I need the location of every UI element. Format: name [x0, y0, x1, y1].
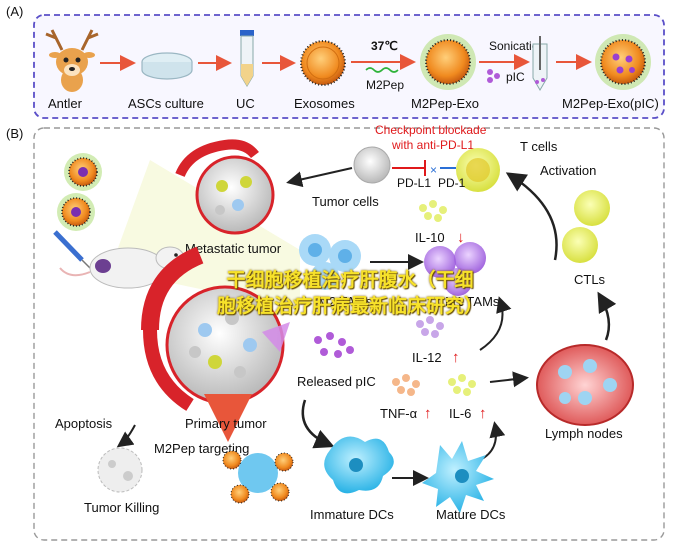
apoptosis-arrow: [116, 424, 136, 448]
watermark-line-2: 胞移植治疗肝病最新临床研究）: [216, 295, 483, 317]
step-m2pep-exo-pic: M2Pep-Exo(pIC): [562, 96, 659, 111]
released-pic-icon: [314, 332, 354, 358]
activation-label: Activation: [540, 163, 596, 178]
il6-up-arrow: ↑: [479, 405, 487, 422]
tnf-label: TNF-α: [380, 406, 418, 421]
checkpoint-label-2: with anti-PD-L1: [391, 138, 474, 152]
immature-dcs-label: Immature DCs: [310, 507, 394, 522]
primary-tumor-label: Primary tumor: [185, 416, 267, 431]
ctls-label: CTLs: [574, 272, 606, 287]
deer-icon: [45, 29, 99, 92]
step-uc: UC: [236, 96, 255, 111]
tumor-to-metastasis-arrow: [286, 167, 353, 188]
mouse-icon: [59, 246, 185, 289]
step-m2pep-exo: M2Pep-Exo: [411, 96, 479, 111]
petri-dish-icon: [141, 52, 193, 80]
step-ascs-culture: ASCs culture: [128, 96, 204, 111]
il12-up-arrow: ↑: [452, 349, 460, 366]
pd-l1-receptor-icon: [392, 160, 426, 176]
primary-tumor-icon: [141, 246, 290, 442]
exosome-particle-icon: [57, 193, 95, 231]
il12-label: IL-12: [412, 350, 442, 365]
m1-tams-label: M1 TAMs: [445, 294, 500, 309]
exosome-icon: [300, 40, 346, 86]
t-cells-label: T cells: [520, 139, 558, 154]
dc-maturation-arrow: [479, 421, 506, 461]
metastatic-tumor-icon: [175, 139, 275, 235]
m2-tam-cells-icon: [299, 234, 361, 290]
step-antler: Antler: [48, 96, 83, 111]
dying-tumor-cell-icon: [97, 447, 143, 493]
released-pic-label: Released pIC: [297, 374, 376, 389]
metastatic-tumor-label: Metastatic tumor: [185, 241, 282, 256]
pd-1-label: PD-1: [438, 176, 466, 190]
mature-dc-icon: [422, 441, 494, 513]
pic-molecules-icon: [487, 69, 500, 83]
t-cell-icon: [456, 148, 500, 192]
panel-a-arrows: [100, 54, 592, 71]
blocked-x-icon: ×: [430, 163, 437, 177]
centrifuge-tube-icon: [240, 30, 254, 87]
lymph-to-ctl-arrow: [597, 291, 617, 341]
panel-a-frame: [33, 14, 665, 119]
m2pep-peptide-icon: [365, 67, 399, 73]
il10-label: IL-10: [415, 230, 445, 245]
tnf-cytokines-icon: [392, 374, 420, 396]
m2-tams-label: M2 TAMs: [318, 294, 373, 309]
apoptosis-label: Apoptosis: [55, 416, 113, 431]
tumor-cell-icon: [353, 146, 391, 184]
il10-down-arrow: ↓: [457, 229, 465, 246]
syringe-icon: [53, 230, 93, 271]
cytokine-to-lymph-arrow: [489, 371, 529, 388]
tnf-up-arrow: ↑: [424, 405, 432, 422]
checkpoint-label-1: Checkpoint blockade: [375, 123, 487, 137]
m1-feedback-arrow: [479, 296, 512, 351]
il6-label: IL-6: [449, 406, 471, 421]
sonication-tube-icon: [532, 36, 548, 91]
pic-to-dc-arrow: [301, 399, 335, 449]
lymph-node-icon: [536, 344, 634, 426]
m2pep-exo-pic-icon: [595, 34, 651, 90]
immature-dc-icon: [324, 436, 394, 494]
il10-cytokines-icon: [419, 200, 447, 222]
temperature-label: 37℃: [371, 39, 398, 53]
step-exosomes: Exosomes: [294, 96, 355, 111]
pd-l1-label: PD-L1: [397, 176, 431, 190]
il6-cytokines-icon: [448, 374, 476, 396]
tumor-killing-label: Tumor Killing: [84, 500, 159, 515]
ctl-cell-icon: [562, 190, 610, 263]
panel-b-frame: [33, 127, 665, 541]
sonication-label: Sonication: [489, 39, 545, 53]
exosome-particle-icon: [64, 153, 102, 191]
m1-tam-cells-icon: [424, 242, 486, 296]
mature-dcs-label: Mature DCs: [436, 507, 506, 522]
panel-a-tag: (A): [6, 4, 23, 19]
lymph-nodes-label: Lymph nodes: [545, 426, 623, 441]
pic-label: pIC: [506, 70, 525, 84]
panel-b-tag: (B): [6, 126, 23, 141]
m2pep-exo-icon: [420, 34, 476, 90]
m2pep-label: M2Pep: [366, 78, 404, 92]
m2pep-targeting-icon: [222, 450, 294, 504]
m2pep-targeting-label: M2Pep targeting: [154, 441, 249, 456]
activation-arrow: [505, 172, 558, 261]
il12-cytokines-icon: [416, 316, 444, 338]
watermark-line-1: 干细胞移植治疗肝腹水（干细: [226, 269, 474, 291]
tumor-cells-label: Tumor cells: [312, 194, 379, 209]
